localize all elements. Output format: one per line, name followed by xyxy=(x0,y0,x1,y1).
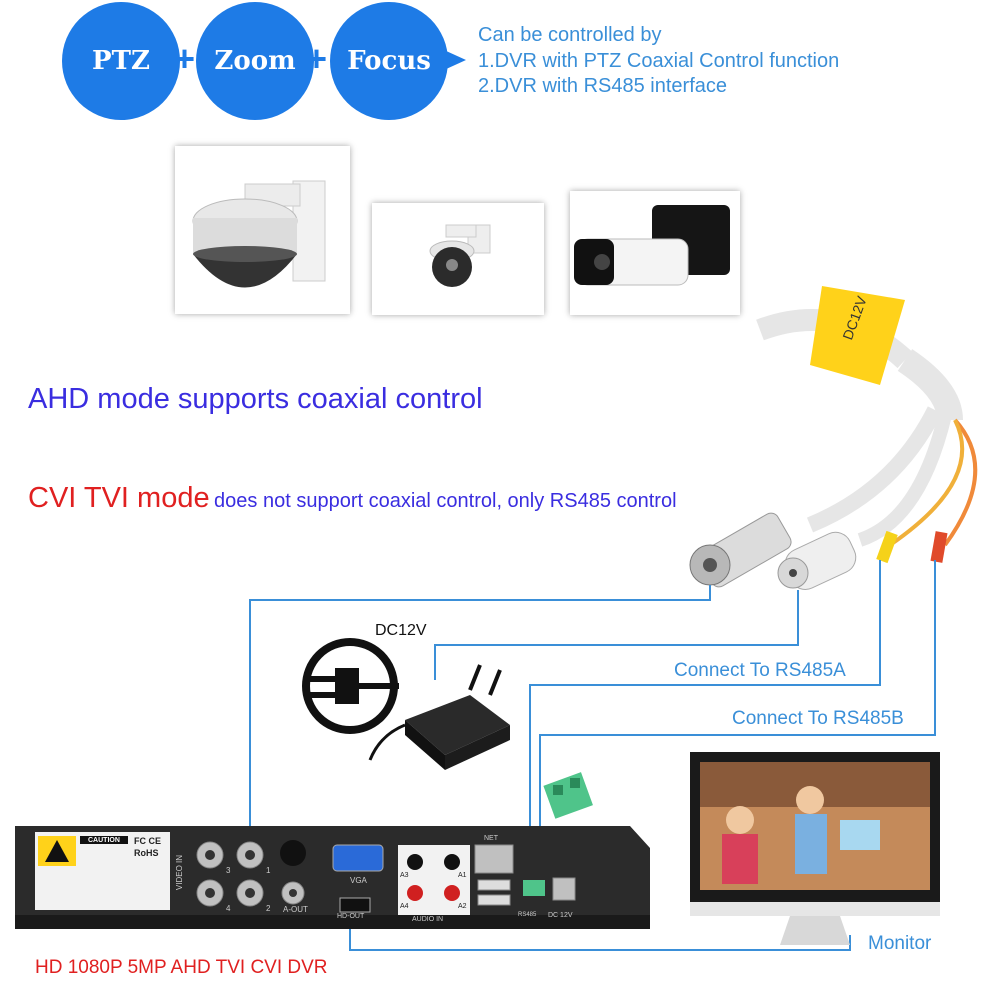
rs485-port-label: RS485 xyxy=(518,912,537,918)
caution-label: CAUTION xyxy=(88,837,120,844)
fcc-ce-label: FC CE xyxy=(134,836,161,846)
controlled-by-title: Can be controlled by xyxy=(478,24,662,46)
camera-cable xyxy=(689,286,978,590)
ahd-mode-text: AHD mode supports coaxial control xyxy=(28,383,483,415)
port-2-label: 2 xyxy=(266,904,271,913)
port-1-label: 1 xyxy=(266,866,271,875)
cvi-mode-line: CVI TVI mode does not support coaxial co… xyxy=(28,482,677,515)
bullet-ptz-camera-icon xyxy=(574,205,730,286)
rohs-label: RoHS xyxy=(134,848,159,858)
hd-out-label: HD-OUT xyxy=(337,913,365,920)
zoom-badge: Zoom xyxy=(196,2,314,120)
dvr-caption: HD 1080P 5MP AHD TVI CVI DVR xyxy=(35,957,328,978)
focus-badge: Focus xyxy=(330,2,448,120)
connect-rs485b-label: Connect To RS485B xyxy=(732,708,904,729)
audio-a4-label: A4 xyxy=(400,903,409,910)
controlled-by-item-1: 1.DVR with PTZ Coaxial Control function xyxy=(478,50,840,72)
connection-lines xyxy=(249,560,936,951)
ptz-badge: PTZ xyxy=(62,2,180,120)
audio-a1-label: A1 xyxy=(458,872,467,879)
arrow-icon xyxy=(444,50,466,70)
cvi-tvi-mode-label: CVI TVI mode xyxy=(28,482,210,514)
cvi-tvi-mode-note: does not support coaxial control, only R… xyxy=(214,490,677,512)
mini-ptz-camera-icon xyxy=(429,224,491,287)
power-dc12v-label: DC12V xyxy=(375,622,427,639)
dvr-device xyxy=(15,826,650,929)
net-label: NET xyxy=(484,835,498,842)
plus-sign: + xyxy=(306,38,328,79)
video-in-label: VIDEO IN xyxy=(175,854,185,891)
monitor-icon xyxy=(690,752,940,945)
rs485-terminal-block-icon xyxy=(543,772,593,819)
dc12v-port-label: DC 12V xyxy=(548,912,573,919)
audio-a2-label: A2 xyxy=(458,903,467,910)
vga-label: VGA xyxy=(350,876,367,885)
camera-photo-bullet-ptz xyxy=(570,191,740,315)
camera-photo-mini-ptz xyxy=(372,203,544,315)
controlled-by-item-2: 2.DVR with RS485 interface xyxy=(478,75,728,97)
camera-photo-dome-wall xyxy=(175,146,350,314)
monitor-label: Monitor xyxy=(868,933,932,954)
port-3-label: 3 xyxy=(226,866,231,875)
port-4-label: 4 xyxy=(226,904,231,913)
a-out-label: A-OUT xyxy=(283,905,308,914)
power-adapter-icon xyxy=(368,664,510,770)
audio-in-label: AUDIO IN xyxy=(412,916,444,923)
dome-camera-icon xyxy=(192,180,326,288)
power-plug-icon xyxy=(302,638,399,734)
connect-rs485a-label: Connect To RS485A xyxy=(674,660,846,681)
plus-sign: + xyxy=(174,38,196,79)
audio-a3-label: A3 xyxy=(400,872,409,879)
